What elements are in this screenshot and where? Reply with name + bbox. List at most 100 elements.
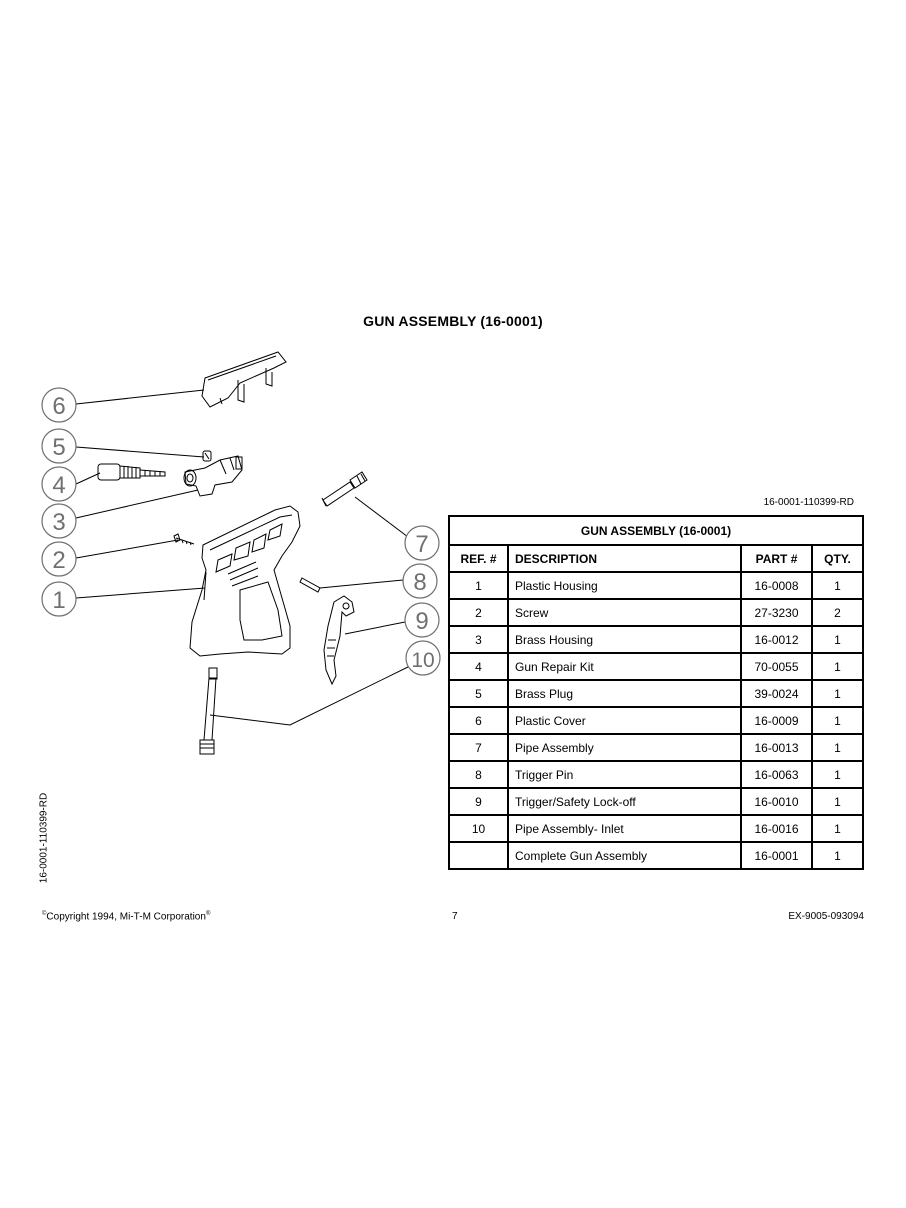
- parts-table: GUN ASSEMBLY (16-0001) REF. # DESCRIPTIO…: [448, 515, 864, 870]
- cell-part-number: 16-0001: [740, 841, 813, 870]
- callout-number-9: 9: [415, 608, 428, 635]
- leader-line-5: [75, 446, 205, 458]
- cell-ref: 9: [448, 787, 509, 816]
- callout-number-8: 8: [413, 569, 426, 596]
- cell-ref: 5: [448, 679, 509, 708]
- page-title: GUN ASSEMBLY (16-0001): [363, 313, 543, 329]
- callout-number-1: 1: [52, 587, 65, 614]
- cell-part-number: 16-0008: [740, 571, 813, 600]
- cell-part-number: 16-0063: [740, 760, 813, 789]
- callout-circle-1: [41, 581, 77, 617]
- cell-description: Trigger/Safety Lock-off: [507, 787, 742, 816]
- brass-housing-part: [183, 455, 243, 497]
- trigger-pin-part: [299, 577, 321, 593]
- cell-ref: 8: [448, 760, 509, 789]
- registered-symbol: ®: [205, 911, 211, 917]
- cell-part-number: 16-0013: [740, 733, 813, 762]
- cell-description: Plastic Cover: [507, 706, 742, 735]
- cell-quantity: 1: [811, 760, 864, 789]
- cell-ref: 6: [448, 706, 509, 735]
- cell-quantity: 1: [811, 706, 864, 735]
- leader-line-3: [75, 489, 199, 519]
- cell-part-number: 16-0016: [740, 814, 813, 843]
- cell-ref: 3: [448, 625, 509, 654]
- cell-quantity: 2: [811, 598, 864, 627]
- callout-circle-2: [41, 541, 77, 577]
- cell-ref: 2: [448, 598, 509, 627]
- document-code: 16-0001-110399-RD: [763, 497, 854, 508]
- table-title: GUN ASSEMBLY (16-0001): [448, 515, 864, 546]
- cell-description: Pipe Assembly: [507, 733, 742, 762]
- callout-circle-3: [41, 503, 77, 539]
- pipe-assembly-part: [321, 471, 368, 507]
- table-header-row: REF. # DESCRIPTION PART # QTY.: [448, 544, 864, 573]
- plastic-housing-part: [189, 505, 301, 657]
- leader-line-10: [209, 664, 413, 726]
- copyright-symbol: ©: [42, 911, 47, 917]
- cell-part-number: 39-0024: [740, 679, 813, 708]
- cell-quantity: 1: [811, 679, 864, 708]
- callout-circle-10: [405, 640, 441, 676]
- cell-quantity: 1: [811, 841, 864, 870]
- cell-part-number: 16-0010: [740, 787, 813, 816]
- leader-line-8: [319, 579, 404, 589]
- cell-quantity: 1: [811, 625, 864, 654]
- cell-part-number: 27-3230: [740, 598, 813, 627]
- cell-quantity: 1: [811, 571, 864, 600]
- cell-quantity: 1: [811, 652, 864, 681]
- callout-number-4: 4: [52, 472, 65, 499]
- cell-description: Pipe Assembly- Inlet: [507, 814, 742, 843]
- header-part-number: PART #: [740, 544, 813, 573]
- copyright-text: Copyright 1994, Mi-T-M Corporation: [46, 911, 206, 923]
- cell-description: Trigger Pin: [507, 760, 742, 789]
- cell-description: Screw: [507, 598, 742, 627]
- cell-ref: 10: [448, 814, 509, 843]
- plastic-cover-part: [201, 351, 287, 408]
- callout-circle-9: [404, 602, 440, 638]
- cell-part-number: 70-0055: [740, 652, 813, 681]
- callout-circle-8: [402, 563, 438, 599]
- cell-description: Gun Repair Kit: [507, 652, 742, 681]
- trigger-safety-lockoff-part: [323, 595, 355, 686]
- cell-description: Complete Gun Assembly: [507, 841, 742, 870]
- callout-circle-6: [41, 387, 77, 423]
- cell-description: Plastic Housing: [507, 571, 742, 600]
- copyright-notice: ©Copyright 1994, Mi-T-M Corporation®: [42, 911, 210, 922]
- cell-quantity: 1: [811, 733, 864, 762]
- header-ref: REF. #: [448, 544, 509, 573]
- callout-circle-7: [404, 525, 440, 561]
- screw-part: [173, 533, 195, 546]
- cell-quantity: 1: [811, 787, 864, 816]
- leader-line-6: [75, 389, 205, 405]
- pipe-assembly-inlet-part: [199, 667, 218, 755]
- cell-part-number: 16-0009: [740, 706, 813, 735]
- cell-ref: 1: [448, 571, 509, 600]
- leader-line-7: [354, 496, 409, 538]
- callout-circle-5: [41, 428, 77, 464]
- leader-line-9: [344, 621, 406, 635]
- callout-number-10: 10: [411, 649, 434, 672]
- brass-plug-part: [202, 450, 212, 462]
- callout-number-6: 6: [52, 393, 65, 420]
- cell-ref: 7: [448, 733, 509, 762]
- gun-repair-kit-part: [97, 463, 166, 481]
- leader-line-4: [75, 472, 101, 485]
- cell-description: Brass Housing: [507, 625, 742, 654]
- cell-ref: 4: [448, 652, 509, 681]
- callout-number-7: 7: [415, 531, 428, 558]
- cell-quantity: 1: [811, 814, 864, 843]
- cell-ref: [448, 841, 509, 870]
- page-number: 7: [452, 911, 458, 922]
- callout-number-3: 3: [52, 509, 65, 536]
- footer-code: EX-9005-093094: [788, 911, 864, 922]
